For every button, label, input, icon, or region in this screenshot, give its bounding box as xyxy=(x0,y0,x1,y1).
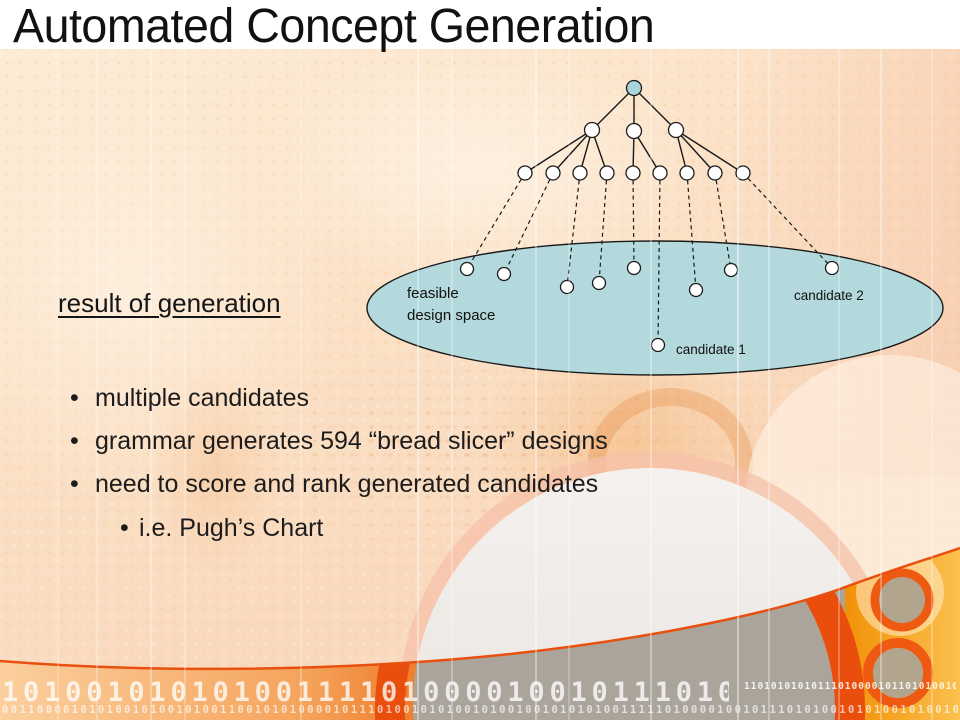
tree-node-a2 xyxy=(625,122,643,140)
donut-ring-bottom xyxy=(863,638,933,708)
bullet-item: • multiple candidates xyxy=(70,384,309,413)
tree-node-root xyxy=(625,79,643,97)
tree-edge-solid xyxy=(633,130,661,174)
tree-node-b6 xyxy=(652,165,668,181)
tree-node-b2 xyxy=(545,165,561,181)
donut-ring-top xyxy=(870,568,934,632)
background-streak xyxy=(650,48,652,720)
tree-node-b7 xyxy=(679,165,695,181)
background-streak xyxy=(931,48,933,720)
background-streak xyxy=(451,48,453,720)
tree-node-l8 xyxy=(723,262,739,278)
tree-edge-solid xyxy=(552,129,593,174)
bullet-marker: • xyxy=(70,384,79,412)
tree-edge-solid xyxy=(675,129,716,174)
tree-edge-dashed xyxy=(686,172,697,291)
tree-node-b3 xyxy=(572,165,588,181)
candidate-2-label: candidate 2 xyxy=(794,288,864,303)
section-heading: result of generation xyxy=(58,288,281,318)
tree-edge-dashed xyxy=(503,172,554,275)
bullet-item: • need to score and rank generated candi… xyxy=(70,470,598,499)
tree-node-l3 xyxy=(559,279,575,295)
title-bar: Automated Concept Generation xyxy=(0,0,960,53)
background-streak xyxy=(880,48,882,720)
tree-edge-dashed xyxy=(742,172,833,269)
tree-node-b1 xyxy=(517,165,533,181)
tree-edge-dashed xyxy=(714,172,732,271)
bullet-text: need to score and rank generated candida… xyxy=(95,470,599,498)
sub-bullet-item: • i.e. Pugh’s Chart xyxy=(120,514,323,543)
binary-strip-large: 10100101010100111101000010010111010010 xyxy=(2,681,729,707)
background-streak xyxy=(838,48,840,720)
tree-node-b8 xyxy=(707,165,723,181)
feasible-design-space-label: feasible design space xyxy=(407,285,496,324)
tree-node-l7 xyxy=(688,282,704,298)
tree-node-a3 xyxy=(667,121,685,139)
background-streak xyxy=(300,48,302,720)
bullet-text: grammar generates 594 “bread slicer” des… xyxy=(95,427,608,455)
tree-edge-solid xyxy=(633,87,677,131)
tree-node-a1 xyxy=(583,121,601,139)
tree-node-l9 xyxy=(824,260,840,276)
tree-edge-solid xyxy=(591,87,635,131)
background-streak xyxy=(768,48,770,720)
swoosh-line xyxy=(0,546,960,671)
bullet-item: • grammar generates 594 “bread slicer” d… xyxy=(70,427,608,456)
tree-edge-solid xyxy=(524,129,593,174)
background-streak xyxy=(737,48,739,720)
tree-node-l2 xyxy=(496,266,512,282)
background-streak xyxy=(535,48,537,720)
tree-layer xyxy=(366,79,944,376)
binary-strip-medium: 11010101010111010000101101010010100100 xyxy=(744,681,956,692)
tree-edge-dashed xyxy=(632,172,635,269)
background-streak xyxy=(568,48,570,720)
candidate-1-label: candidate 1 xyxy=(676,342,746,357)
tree-node-l4 xyxy=(591,275,607,291)
background-streak xyxy=(184,48,186,720)
tree-node-b9 xyxy=(735,165,751,181)
bullet-text: multiple candidates xyxy=(95,384,310,412)
binary-strip-small: 0011000010101001010010100110010101000010… xyxy=(2,704,958,716)
tree-edge-dashed xyxy=(598,172,608,284)
background-streak xyxy=(417,48,419,720)
tree-node-b4 xyxy=(599,165,615,181)
tree-edge-solid xyxy=(675,129,744,174)
tree-node-l1 xyxy=(459,261,475,277)
background-orange-blob xyxy=(150,360,280,580)
background-streak xyxy=(57,48,59,720)
tree-node-l6 xyxy=(650,337,666,353)
bullet-marker: • xyxy=(70,470,79,498)
slide-title: Automated Concept Generation xyxy=(13,0,655,53)
orange-ring xyxy=(375,548,865,720)
background-streak xyxy=(150,48,152,720)
tree-node-l5 xyxy=(626,260,642,276)
background-streak xyxy=(96,48,98,720)
bullet-marker: • xyxy=(70,427,79,455)
background-light-blob-left xyxy=(0,80,340,500)
tree-edge-dashed xyxy=(657,172,661,346)
tree-edge-dashed xyxy=(466,172,526,270)
bullet-marker: • xyxy=(120,514,129,542)
sub-bullet-text: i.e. Pugh’s Chart xyxy=(139,514,324,542)
tree-node-b5 xyxy=(625,165,641,181)
